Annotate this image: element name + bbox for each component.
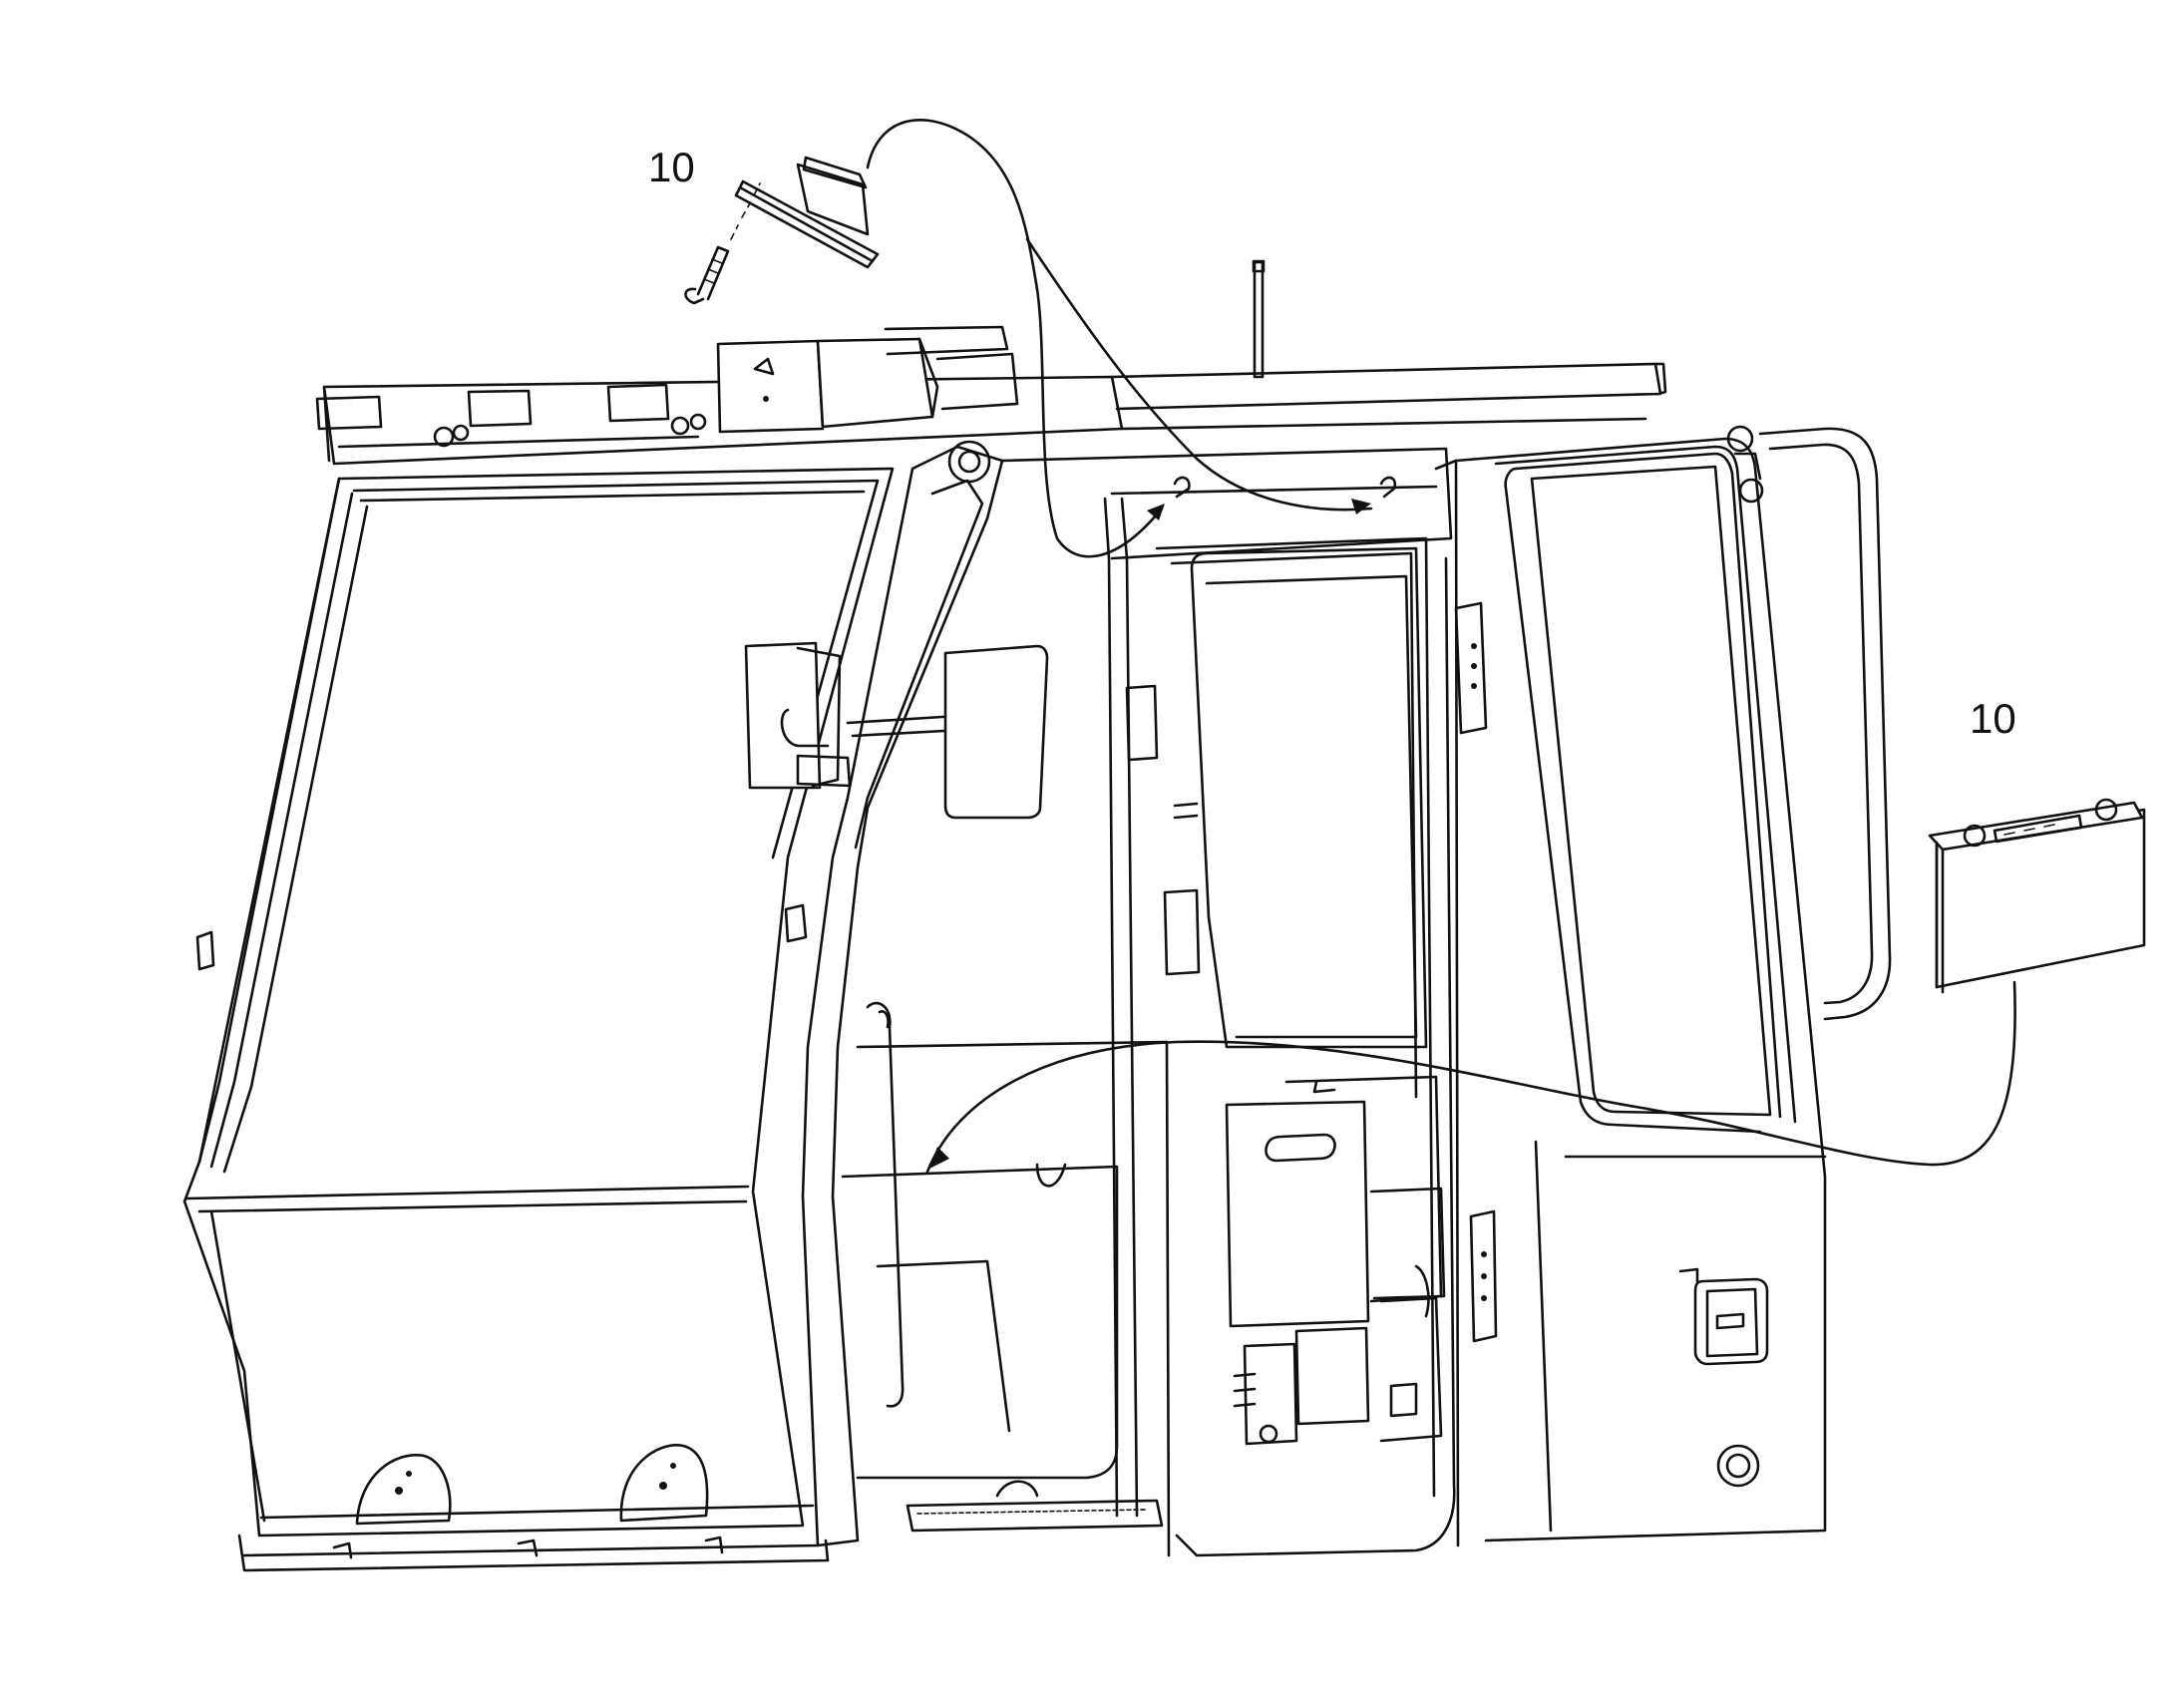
wiring-harness [866, 118, 2016, 1174]
interior [841, 1001, 1446, 1557]
door-opening-frame [1000, 447, 1498, 1557]
antenna [1252, 259, 1266, 379]
rear-handrail [1726, 425, 1892, 1021]
a-pillar [801, 440, 1004, 1547]
screw [684, 182, 761, 305]
speaker-assembly [734, 156, 880, 269]
front-frame [182, 467, 895, 1572]
roof-frame [315, 325, 1667, 466]
callout-radio-label: 10 [1970, 695, 2016, 742]
mirror [744, 641, 1049, 820]
radio-unit [1928, 798, 2146, 994]
callout-speaker-label: 10 [648, 144, 695, 190]
door [1454, 437, 1827, 1542]
